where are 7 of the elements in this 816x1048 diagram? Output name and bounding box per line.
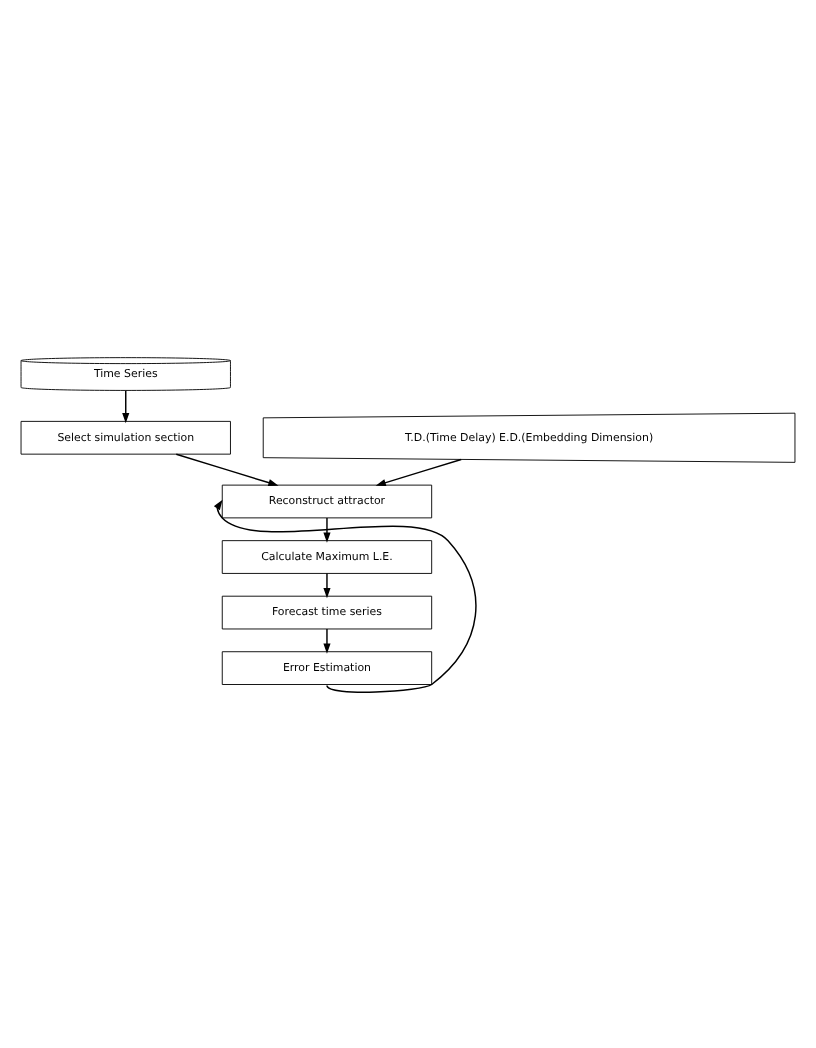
arrow <box>323 571 331 598</box>
arrow <box>323 627 331 653</box>
arrow <box>175 452 279 486</box>
arrow <box>375 457 462 486</box>
arrow <box>323 516 331 542</box>
arrow <box>213 498 477 692</box>
arrow <box>122 388 130 423</box>
